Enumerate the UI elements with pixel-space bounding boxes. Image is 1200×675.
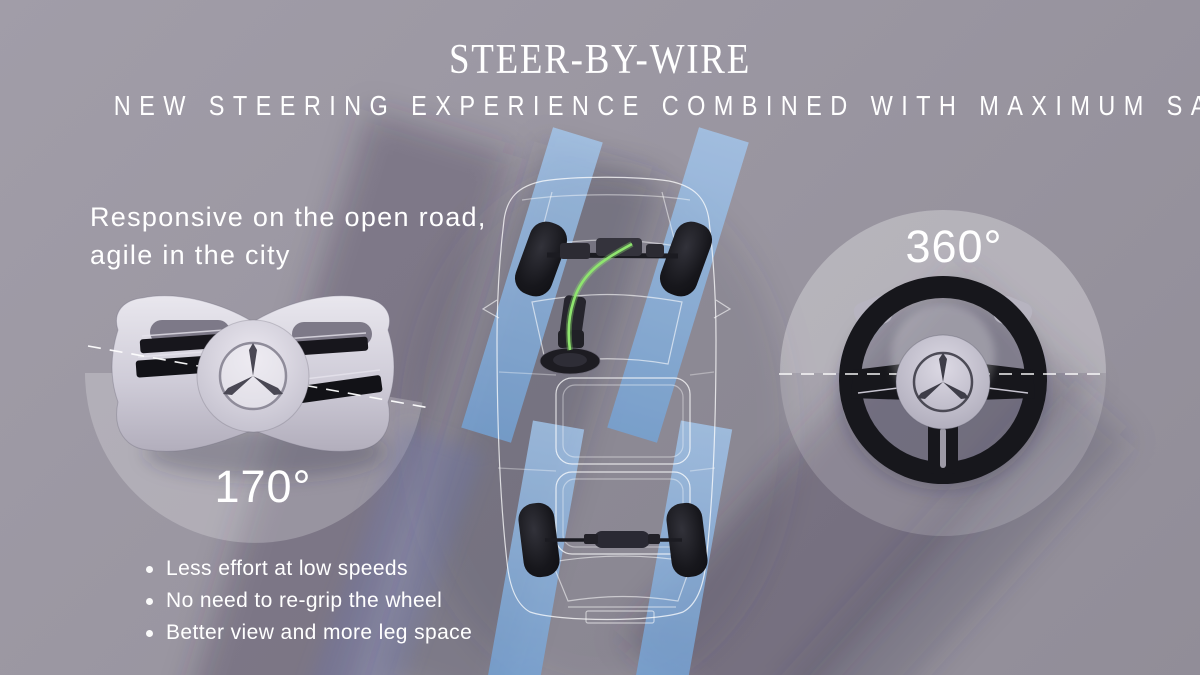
benefit-item: No need to re-grip the wheel <box>146 585 472 617</box>
round-wheel-hub <box>895 334 991 430</box>
benefit-text: No need to re-grip the wheel <box>166 589 443 612</box>
benefit-item: Better view and more leg space <box>146 617 472 649</box>
front-left-tire <box>514 221 568 297</box>
mercedes-star-icon <box>912 351 974 413</box>
page-title: STEER-BY-WIRE <box>448 37 752 83</box>
dashed-rotation-axis-left <box>87 345 431 409</box>
rear-right-tire <box>666 502 708 578</box>
rear-steering-rack <box>545 531 682 548</box>
page-subtitle: NEW STEERING EXPERIENCE COMBINED WITH MA… <box>113 90 1200 121</box>
rear-left-tire <box>518 502 560 578</box>
page-subtitle-wrap: NEW STEERING EXPERIENCE COMBINED WITH MA… <box>0 90 1200 122</box>
benefits-list: Less effort at low speeds No need to re-… <box>146 553 472 649</box>
steering-angle-360-label: 360° <box>905 221 1003 272</box>
bullet-dot-icon <box>146 565 153 573</box>
beam-shadow-streak <box>291 425 484 675</box>
front-right-tire <box>659 221 713 297</box>
benefit-text: Better view and more leg space <box>166 621 473 644</box>
benefit-item: Less effort at low speeds <box>146 553 472 585</box>
left-description-line2: agile in the city <box>90 240 291 270</box>
left-description-line1: Responsive on the open road, <box>90 202 487 232</box>
bullet-dot-icon <box>146 597 153 605</box>
bullet-dot-icon <box>146 629 153 637</box>
front-steering-rack <box>539 238 679 375</box>
left-description: Responsive on the open road, agile in th… <box>90 198 487 274</box>
steering-angle-170-label: 170° <box>214 461 312 512</box>
yoke-hub <box>196 319 310 433</box>
car-wheels <box>514 221 713 578</box>
mercedes-star-icon <box>218 341 288 411</box>
benefit-text: Less effort at low speeds <box>166 557 408 580</box>
